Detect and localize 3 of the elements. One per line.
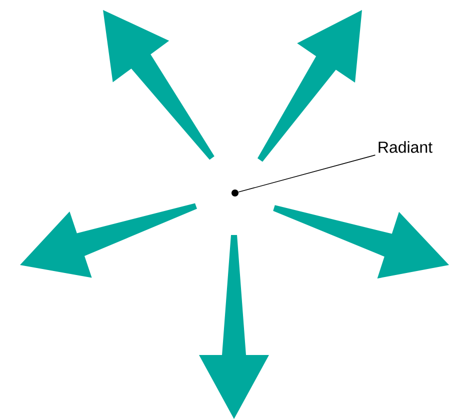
- radiant-dot: [232, 190, 238, 196]
- radiant-label: Radiant: [378, 141, 432, 153]
- leader-line: [238, 154, 376, 192]
